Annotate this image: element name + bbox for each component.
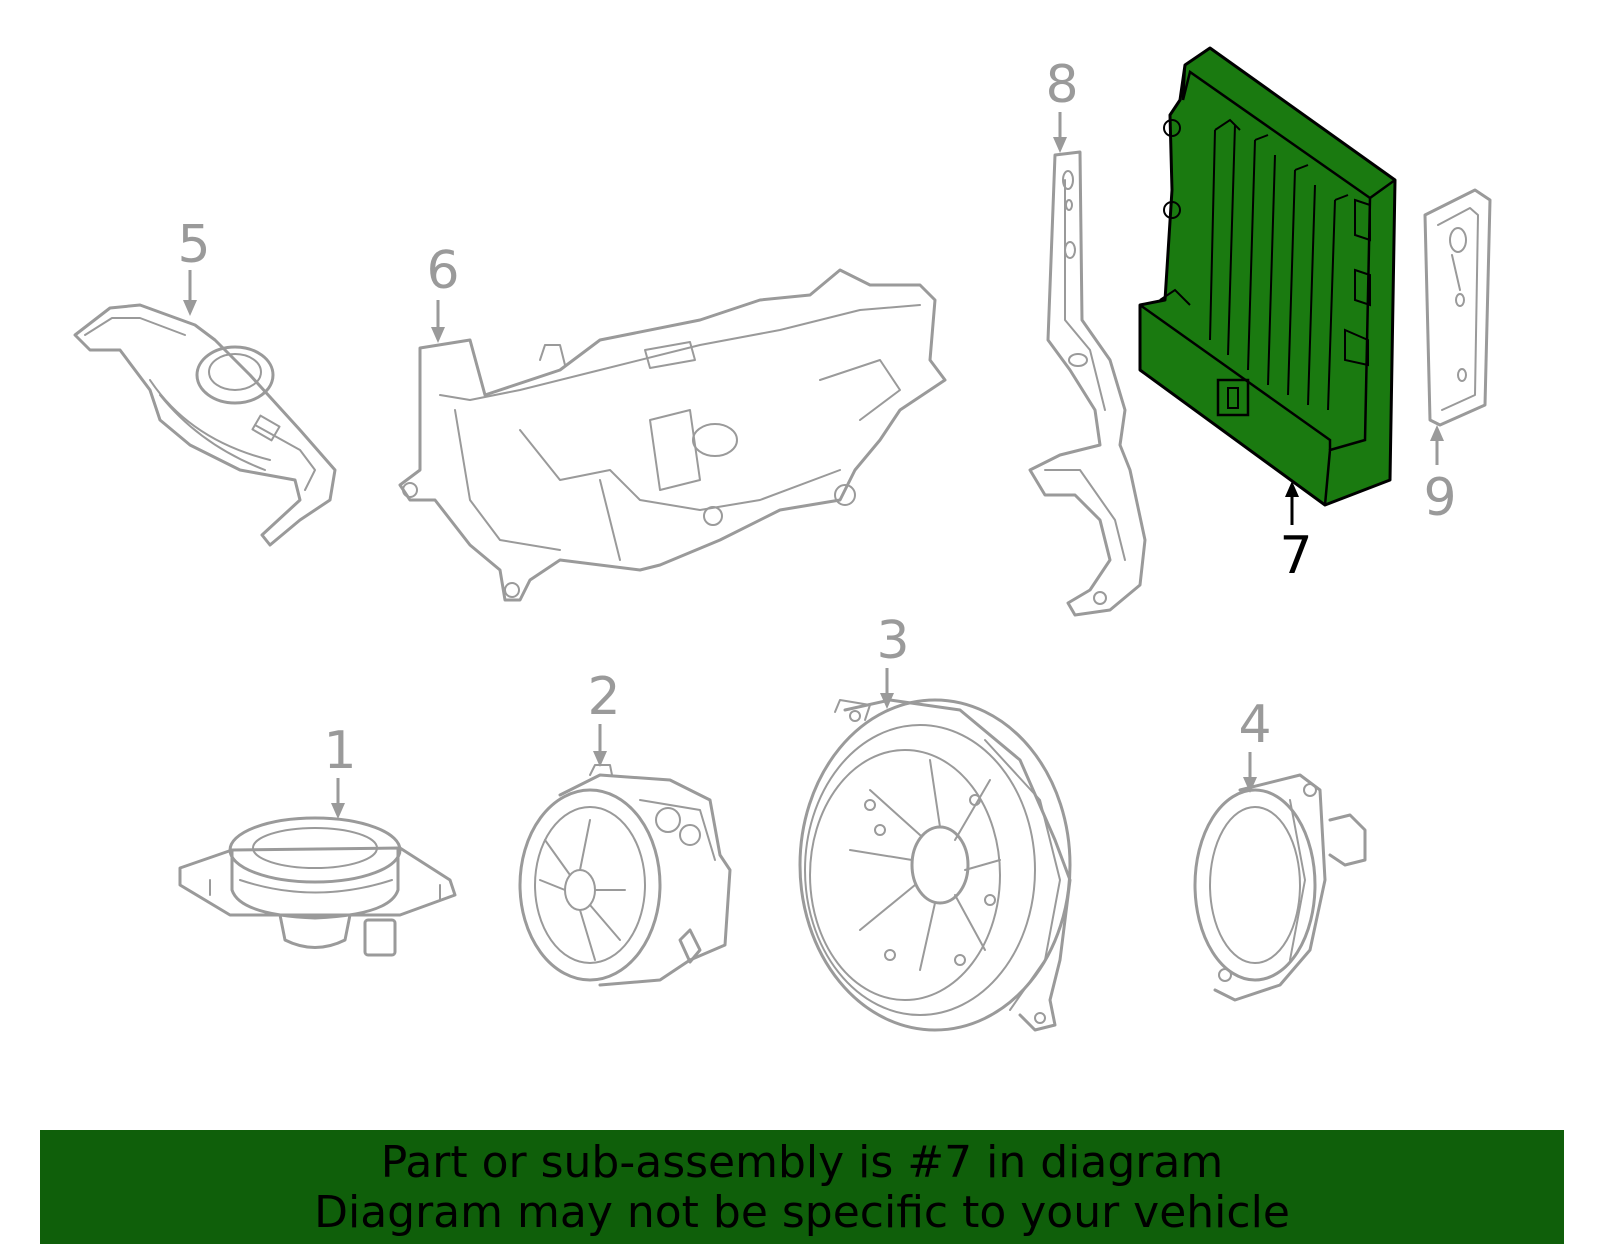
- callout-4: 4: [1238, 695, 1272, 793]
- callout-8: 8: [1045, 55, 1079, 153]
- callout-number: 1: [323, 721, 356, 781]
- callout-number: 8: [1045, 55, 1078, 115]
- part-9-bracket[interactable]: [1423, 188, 1492, 427]
- parts-diagram: 5 6 8 7 9 3 2 4 1: [73, 46, 1492, 1032]
- callout-6: 6: [426, 241, 460, 343]
- part-1-speaker[interactable]: [178, 816, 457, 957]
- callout-number: 5: [177, 215, 210, 275]
- part-6-bracket-assembly[interactable]: [398, 268, 947, 602]
- callout-number: 3: [876, 611, 909, 671]
- callout-number: 7: [1279, 526, 1312, 586]
- part-5-speaker-bracket[interactable]: [73, 303, 337, 547]
- callout-3: 3: [876, 611, 910, 709]
- info-banner: Part or sub-assembly is #7 in diagram Di…: [40, 1130, 1564, 1244]
- banner-line-part: Part or sub-assembly is #7 in diagram: [380, 1137, 1224, 1188]
- part-3-speaker[interactable]: [798, 698, 1072, 1032]
- part-2-speaker[interactable]: [518, 764, 732, 987]
- part-7-control-module[interactable]: [1138, 46, 1397, 507]
- part-4-speaker[interactable]: [1193, 773, 1367, 1002]
- callout-7: 7: [1279, 481, 1313, 586]
- banner-line-disclaimer: Diagram may not be specific to your vehi…: [314, 1187, 1290, 1238]
- callout-1: 1: [323, 721, 357, 819]
- callout-9: 9: [1423, 425, 1457, 528]
- callout-number: 2: [587, 667, 620, 727]
- callout-5: 5: [177, 215, 211, 316]
- callout-2: 2: [587, 667, 621, 767]
- part-8-bracket[interactable]: [1028, 150, 1147, 617]
- callout-number: 9: [1423, 468, 1456, 528]
- callout-number: 6: [426, 241, 459, 301]
- callout-number: 4: [1238, 695, 1271, 755]
